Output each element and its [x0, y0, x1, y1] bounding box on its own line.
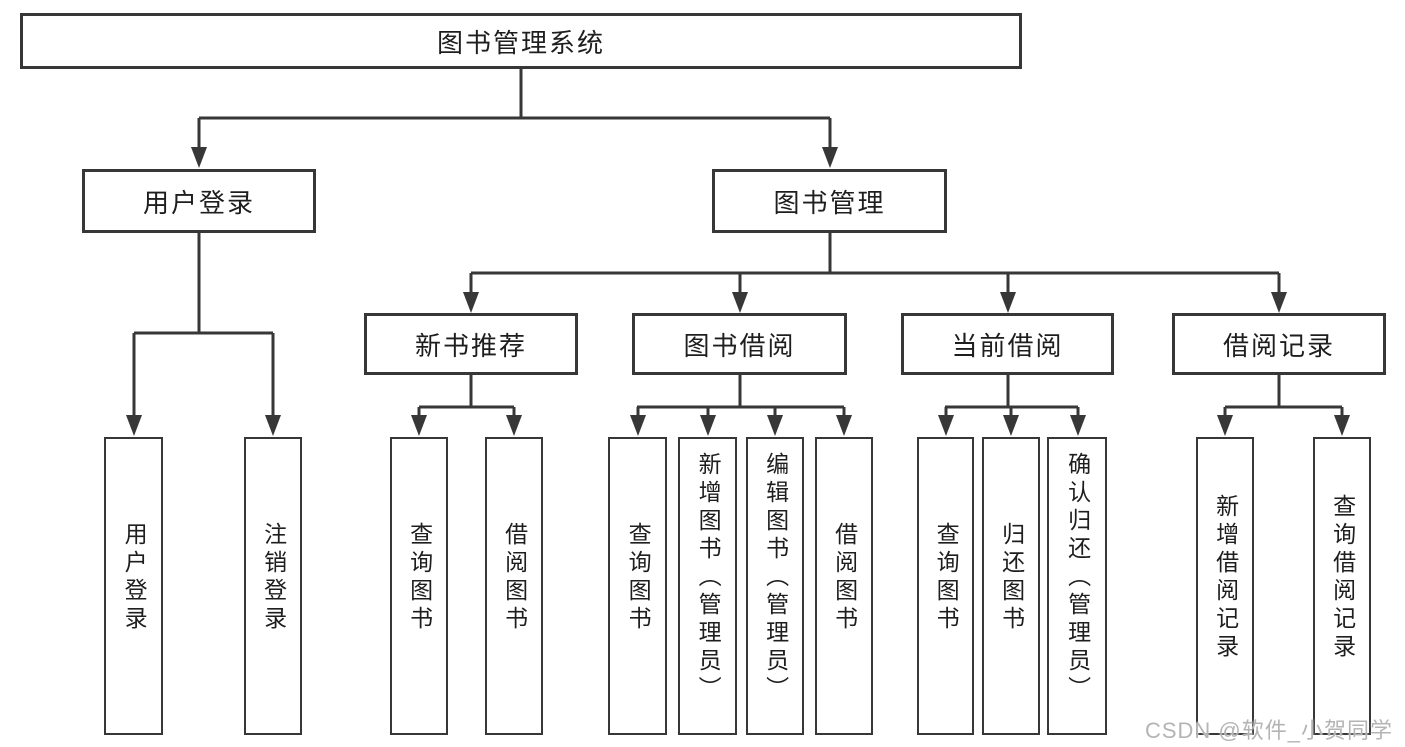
connector-borrow-records-subtree	[1223, 375, 1344, 421]
node-borrow-records-label: 借阅记录	[1222, 330, 1335, 361]
leaf-current-return-books-label: 归还图书	[998, 522, 1025, 634]
node-root: 图书管理系统	[20, 13, 1022, 69]
connector-current-borrowing-subtree	[944, 375, 1080, 421]
arrowhead-icon	[836, 415, 852, 436]
leaf-borrowing-add-books-admin-label: 新增图书（管理员）	[695, 452, 722, 704]
leaf-borrowing-edit-books-admin: 编辑图书（管理员）	[746, 437, 804, 735]
leaf-records-add-record-label: 新增借阅记录	[1212, 494, 1239, 662]
arrowhead-icon	[700, 415, 716, 436]
arrowhead-icon	[732, 292, 748, 313]
node-current-borrowing-label: 当前借阅	[951, 330, 1064, 361]
node-root-label: 图书管理系统	[436, 27, 605, 58]
connector-book-borrowing-subtree	[636, 375, 846, 421]
leaf-user-login-label: 用户登录	[121, 522, 148, 634]
node-new-book-recommend: 新书推荐	[364, 313, 578, 375]
leaf-newbook-query-books: 查询图书	[390, 437, 448, 735]
watermark: CSDN @软件_小贺同学	[1144, 718, 1393, 743]
arrowhead-icon	[630, 415, 646, 436]
node-borrow-records: 借阅记录	[1172, 313, 1386, 375]
leaf-logout-label: 注销登录	[260, 522, 287, 634]
leaf-newbook-borrow-books: 借阅图书	[485, 437, 543, 735]
connector-new-book-subtree	[417, 375, 516, 421]
arrowhead-icon	[463, 292, 479, 313]
node-book-management-label: 图书管理	[773, 187, 886, 218]
leaf-newbook-borrow-books-label: 借阅图书	[501, 522, 528, 634]
leaf-current-return-books: 归还图书	[982, 437, 1040, 735]
arrowhead-icon	[1271, 292, 1287, 313]
leaf-user-login: 用户登录	[104, 437, 163, 735]
leaf-current-query-books: 查询图书	[917, 437, 974, 735]
node-book-borrowing-label: 图书借阅	[683, 330, 796, 361]
leaf-current-query-books-label: 查询图书	[933, 522, 960, 634]
leaf-logout: 注销登录	[244, 437, 302, 735]
arrowhead-icon	[1217, 415, 1233, 436]
connector-root-to-level2	[197, 69, 832, 152]
arrowhead-icon	[1000, 292, 1016, 313]
node-book-management: 图书管理	[712, 169, 947, 233]
node-book-borrowing: 图书借阅	[632, 313, 847, 375]
leaf-newbook-query-books-label: 查询图书	[406, 522, 433, 634]
node-current-borrowing: 当前借阅	[901, 313, 1114, 375]
arrowhead-icon	[191, 147, 207, 168]
arrowhead-icon	[1334, 415, 1350, 436]
leaf-borrowing-add-books-admin: 新增图书（管理员）	[678, 437, 737, 735]
node-new-book-recommend-label: 新书推荐	[414, 330, 527, 361]
arrowhead-icon	[126, 415, 142, 436]
leaf-current-confirm-return-admin: 确认归还（管理员）	[1047, 437, 1107, 735]
node-user-login-label: 用户登录	[142, 187, 255, 218]
leaf-borrowing-borrow-books: 借阅图书	[815, 437, 873, 735]
leaf-borrowing-edit-books-admin-label: 编辑图书（管理员）	[762, 452, 789, 704]
arrowhead-icon	[265, 415, 281, 436]
arrowhead-icon	[1003, 415, 1019, 436]
leaf-records-query-record-label: 查询借阅记录	[1329, 494, 1356, 662]
arrowhead-icon	[506, 415, 522, 436]
node-user-login: 用户登录	[82, 169, 316, 233]
leaf-records-add-record: 新增借阅记录	[1196, 437, 1254, 735]
arrowhead-icon	[938, 415, 954, 436]
arrowhead-icon	[411, 415, 427, 436]
leaf-borrowing-query-books: 查询图书	[608, 437, 667, 735]
arrowhead-icon	[767, 415, 783, 436]
leaf-current-confirm-return-admin-label: 确认归还（管理员）	[1064, 452, 1091, 704]
leaf-borrowing-borrow-books-label: 借阅图书	[831, 522, 858, 634]
connector-book-management-subtree	[469, 233, 1281, 298]
arrowhead-icon	[822, 147, 838, 168]
leaf-records-query-record: 查询借阅记录	[1313, 437, 1371, 735]
leaf-borrowing-query-books-label: 查询图书	[625, 522, 652, 634]
arrowhead-icon	[1070, 415, 1086, 436]
connector-user-login-subtree	[132, 233, 275, 421]
